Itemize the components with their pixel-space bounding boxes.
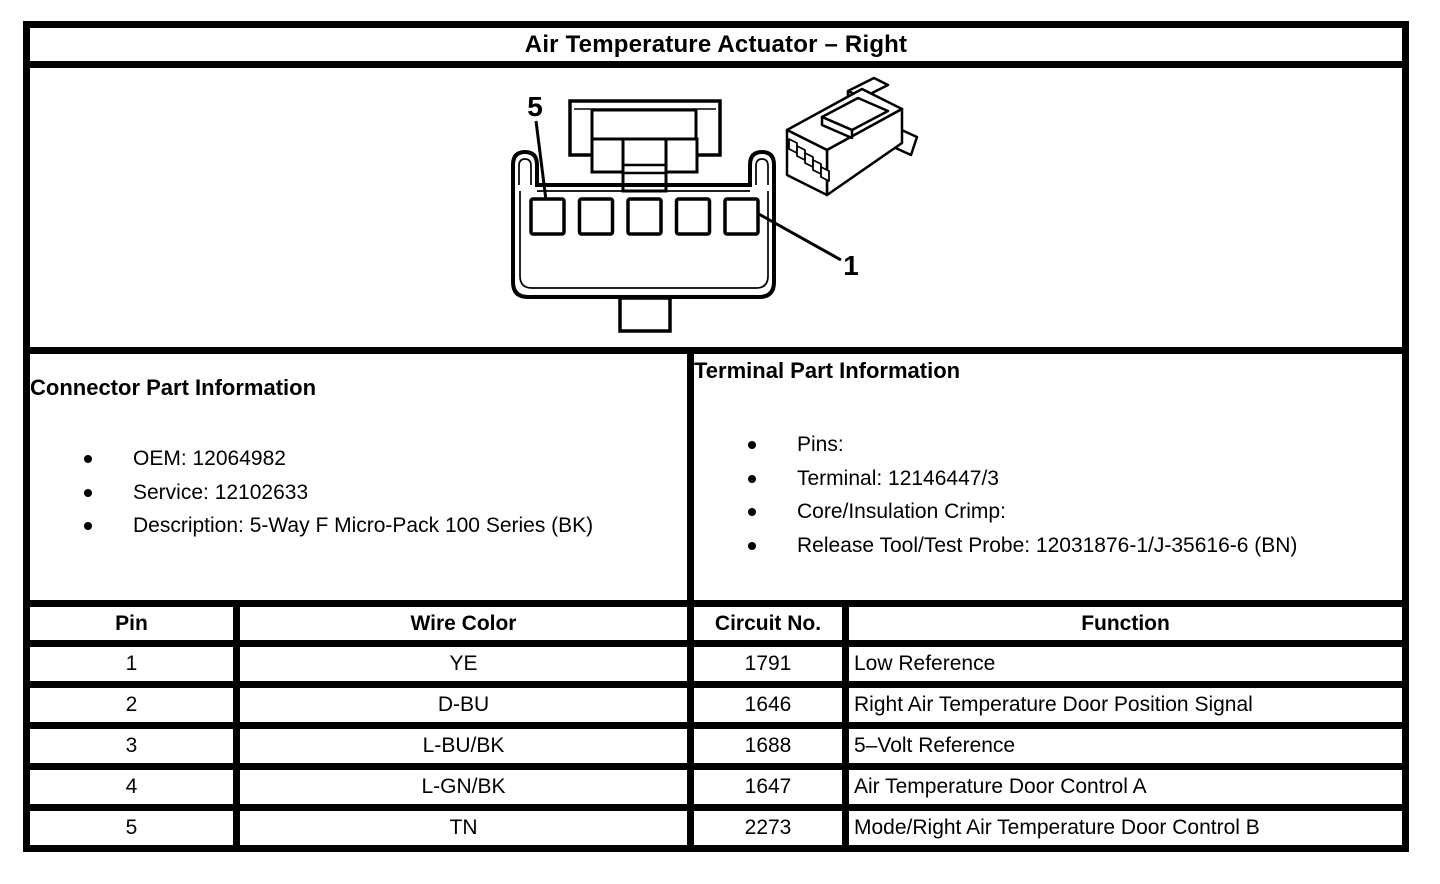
list-item: Terminal: 12146447/3 xyxy=(698,462,1399,496)
column-header-pin: Pin xyxy=(23,600,240,647)
list-item: Pins: xyxy=(698,428,1399,462)
terminal-part-info-heading: Terminal Part Information xyxy=(694,358,961,383)
column-header-circuit-no: Circuit No. xyxy=(687,600,849,647)
pin-cavities xyxy=(529,197,760,236)
pin-cell: 4 xyxy=(23,763,240,811)
column-header-wire-color: Wire Color xyxy=(233,600,694,647)
circuit-cell: 1688 xyxy=(687,722,849,770)
table-row: 3 L-BU/BK 1688 5–Volt Reference xyxy=(23,722,1410,770)
column-header-function: Function xyxy=(841,600,1410,647)
connector-diagram: 5 1 xyxy=(511,76,919,333)
table-row: 4 L-GN/BK 1647 Air Temperature Door Cont… xyxy=(23,763,1410,811)
pin-5-label: 5 xyxy=(527,91,543,122)
table-row: 5 TN 2273 Mode/Right Air Temperature Doo… xyxy=(23,804,1410,852)
diagram-cell: 5 1 xyxy=(22,61,1410,354)
pin5-leader-line xyxy=(534,120,548,201)
function-cell: Low Reference xyxy=(841,640,1410,688)
circuit-cell: 1646 xyxy=(687,681,849,729)
function-cell: Air Temperature Door Control A xyxy=(841,763,1410,811)
function-cell: Mode/Right Air Temperature Door Control … xyxy=(841,804,1410,852)
connector-document-table: Air Temperature Actuator – Right xyxy=(22,21,1410,852)
connector-part-info-list: OEM: 12064982 Service: 12102633 Descript… xyxy=(34,442,684,543)
pin-cell: 1 xyxy=(23,640,240,688)
wire-color-cell: D-BU xyxy=(233,681,694,729)
wire-color-cell: TN xyxy=(233,804,694,852)
circuit-cell: 1647 xyxy=(687,763,849,811)
table-row: 1 YE 1791 Low Reference xyxy=(23,640,1410,688)
connector-part-info-section: Connector Part Information OEM: 12064982… xyxy=(23,347,694,607)
pin1-leader-line xyxy=(756,211,842,262)
connector-isometric-diagram xyxy=(785,76,919,197)
pin-cell: 3 xyxy=(23,722,240,770)
connector-sheet: Air Temperature Actuator – Right xyxy=(22,21,1410,852)
wire-color-cell: YE xyxy=(233,640,694,688)
connector-front-view-diagram xyxy=(511,99,842,333)
page-title: Air Temperature Actuator – Right xyxy=(22,21,1410,68)
list-item: Service: 12102633 xyxy=(34,476,684,510)
circuit-cell: 1791 xyxy=(687,640,849,688)
wire-color-cell: L-BU/BK xyxy=(233,722,694,770)
pin-cell: 5 xyxy=(23,804,240,852)
pin-cell: 2 xyxy=(23,681,240,729)
table-row: 2 D-BU 1646 Right Air Temperature Door P… xyxy=(23,681,1410,729)
pinout-header-row: Pin Wire Color Circuit No. Function xyxy=(23,600,1410,647)
terminal-part-info-section: Terminal Part Information Pins: Terminal… xyxy=(686,347,1410,607)
circuit-cell: 2273 xyxy=(687,804,849,852)
isometric-pin-holes xyxy=(788,138,830,182)
connector-part-info-heading: Connector Part Information xyxy=(30,375,317,400)
list-item: OEM: 12064982 xyxy=(34,442,684,476)
terminal-part-info-list: Pins: Terminal: 12146447/3 Core/Insulati… xyxy=(698,428,1399,563)
list-item: Core/Insulation Crimp: xyxy=(698,495,1399,529)
function-cell: 5–Volt Reference xyxy=(841,722,1410,770)
pin-1-label: 1 xyxy=(843,250,859,281)
wire-color-cell: L-GN/BK xyxy=(233,763,694,811)
list-item: Description: 5-Way F Micro-Pack 100 Seri… xyxy=(34,509,684,543)
list-item: Release Tool/Test Probe: 12031876-1/J-35… xyxy=(698,529,1399,563)
function-cell: Right Air Temperature Door Position Sign… xyxy=(841,681,1410,729)
